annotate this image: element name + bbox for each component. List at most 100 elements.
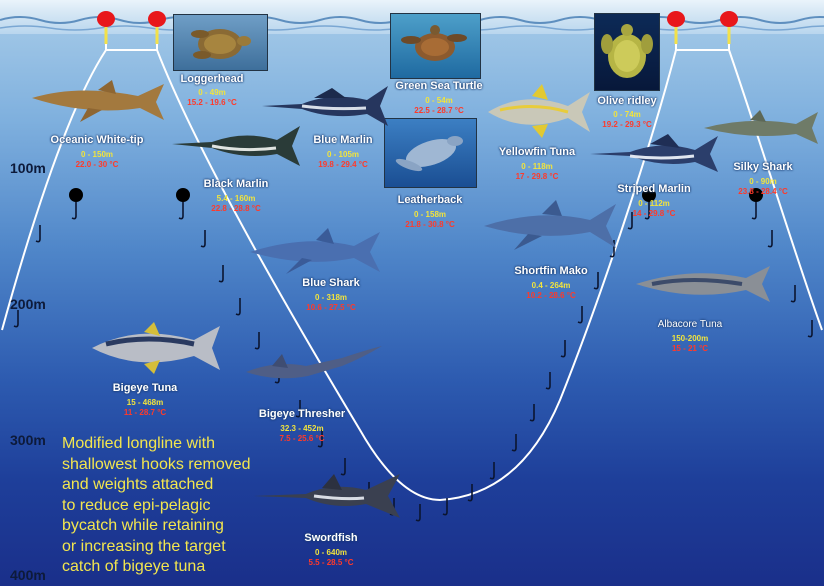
- olive-ridley-name: Olive ridley: [597, 95, 656, 107]
- hook: [628, 212, 632, 229]
- hook: [14, 310, 18, 327]
- swordfish-temp: 5.5 - 28.5 °C: [309, 558, 354, 567]
- blue-marlin-temp: 19.8 - 29.4 °C: [318, 160, 367, 169]
- silky-shark-name: Silky Shark: [733, 161, 792, 173]
- oceanic-whitetip-shark-icon: [28, 80, 168, 125]
- striped-marlin-depth: 0 - 112m: [638, 199, 670, 208]
- caption-line: Modified longline with: [62, 434, 292, 455]
- loggerhead-temp: 15.2 - 19.6 °C: [187, 98, 236, 107]
- yellowfin-tuna-name: Yellowfin Tuna: [499, 146, 575, 158]
- silky-shark-temp: 23.8 - 28.4 °C: [738, 187, 787, 196]
- hook: [578, 306, 582, 323]
- oceanic-whitetip-temp: 22.0 - 30 °C: [76, 160, 119, 169]
- albacore-tuna-name: Albacore Tuna: [658, 319, 723, 330]
- green-sea-turtle-depth: 0 - 54m: [425, 96, 453, 105]
- loggerhead-name: Loggerhead: [181, 73, 244, 85]
- yellowfin-tuna-temp: 17 - 29.8 °C: [516, 172, 559, 181]
- float-4: [720, 11, 738, 27]
- hook: [546, 372, 550, 389]
- olive-ridley-turtle-icon: [595, 14, 659, 90]
- blue-shark-depth: 0 - 318m: [315, 293, 347, 302]
- oceanic-whitetip-depth: 0 - 150m: [81, 150, 113, 159]
- shortfin-mako-icon: [480, 200, 620, 252]
- hook: [219, 265, 223, 282]
- blue-shark-icon: [246, 228, 384, 276]
- float-3: [667, 11, 685, 27]
- shortfin-mako-depth: 0.4 - 264m: [532, 281, 571, 290]
- swordfish-depth: 0 - 640m: [315, 548, 347, 557]
- olive-ridley-temp: 19.2 - 29.3 °C: [602, 120, 651, 129]
- leatherback-turtle-icon: [385, 119, 476, 187]
- hook: [768, 230, 772, 247]
- blue-shark-temp: 10.6 - 27.5 °C: [306, 303, 355, 312]
- hook: [179, 202, 183, 219]
- caption-text: Modified longline with shallowest hooks …: [62, 434, 292, 578]
- albacore-tuna-depth: 150-200m: [672, 334, 708, 343]
- depth-marker-400m: 400m: [10, 567, 46, 583]
- weight-2: [176, 188, 190, 202]
- leatherback-photo: [384, 118, 477, 188]
- blue-marlin-depth: 0 - 105m: [327, 150, 359, 159]
- oceanic-whitetip-name: Oceanic White-tip: [51, 134, 144, 146]
- caption-line: to reduce epi-pelagic: [62, 496, 292, 517]
- green-sea-turtle-photo: [390, 13, 481, 79]
- loggerhead-photo: [173, 14, 268, 71]
- hook: [490, 462, 494, 479]
- hook: [594, 272, 598, 289]
- hook: [36, 225, 40, 242]
- caption-line: shallowest hooks removed: [62, 455, 292, 476]
- swordfish-name: Swordfish: [304, 532, 357, 544]
- black-marlin-name: Black Marlin: [204, 178, 269, 190]
- blue-shark-name: Blue Shark: [302, 277, 359, 289]
- black-marlin-depth: 5.4 - 160m: [217, 194, 256, 203]
- olive-ridley-photo: [594, 13, 660, 91]
- shortfin-mako-name: Shortfin Mako: [514, 265, 587, 277]
- caption-line: catch of bigeye tuna: [62, 557, 292, 578]
- hook: [416, 504, 420, 521]
- bigeye-thresher-depth: 32.3 - 452m: [280, 424, 323, 433]
- caption-line: bycatch while retaining: [62, 516, 292, 537]
- hook: [201, 230, 205, 247]
- weight-1: [69, 188, 83, 202]
- green-sea-turtle-name: Green Sea Turtle: [395, 80, 482, 92]
- silky-shark-depth: 0 - 90m: [749, 177, 777, 186]
- albacore-tuna-icon: [632, 262, 772, 306]
- bigeye-tuna-temp: 11 - 28.7 °C: [124, 408, 166, 417]
- hook: [530, 404, 534, 421]
- bigeye-thresher-name: Bigeye Thresher: [259, 408, 345, 420]
- hook: [236, 298, 240, 315]
- hook: [468, 484, 472, 501]
- hook: [791, 285, 795, 302]
- blue-marlin-name: Blue Marlin: [313, 134, 372, 146]
- olive-ridley-depth: 0 - 74m: [613, 110, 641, 119]
- black-marlin-icon: [172, 122, 302, 170]
- caption-line: and weights attached: [62, 475, 292, 496]
- hook: [72, 202, 76, 219]
- yellowfin-tuna-depth: 0 - 118m: [521, 162, 553, 171]
- float-1: [97, 11, 115, 27]
- green-sea-turtle-temp: 22.5 - 28.7 °C: [414, 106, 463, 115]
- bigeye-tuna-name: Bigeye Tuna: [113, 382, 178, 394]
- loggerhead-turtle-icon: [174, 15, 267, 70]
- shortfin-mako-temp: 10.2 - 28.6 °C: [526, 291, 575, 300]
- leatherback-name: Leatherback: [398, 194, 463, 206]
- striped-marlin-temp: 14 - 29.8 °C: [633, 209, 676, 218]
- albacore-tuna-temp: 15 - 21 °C: [672, 344, 708, 353]
- hook: [752, 202, 756, 219]
- depth-marker-200m: 200m: [10, 296, 46, 312]
- hook: [512, 434, 516, 451]
- hook: [808, 320, 812, 337]
- bigeye-thresher-icon: [242, 344, 384, 392]
- depth-marker-300m: 300m: [10, 432, 46, 448]
- green-turtle-icon: [391, 14, 480, 78]
- depth-marker-100m: 100m: [10, 160, 46, 176]
- leatherback-depth: 0 - 158m: [414, 210, 446, 219]
- yellowfin-tuna-icon: [484, 84, 592, 140]
- float-2: [148, 11, 166, 27]
- black-marlin-temp: 22.8 - 28.8 °C: [211, 204, 260, 213]
- silky-shark-icon: [700, 110, 820, 146]
- caption-line: or increasing the target: [62, 537, 292, 558]
- bigeye-tuna-icon: [88, 320, 224, 376]
- bigeye-tuna-depth: 15 - 468m: [127, 398, 163, 407]
